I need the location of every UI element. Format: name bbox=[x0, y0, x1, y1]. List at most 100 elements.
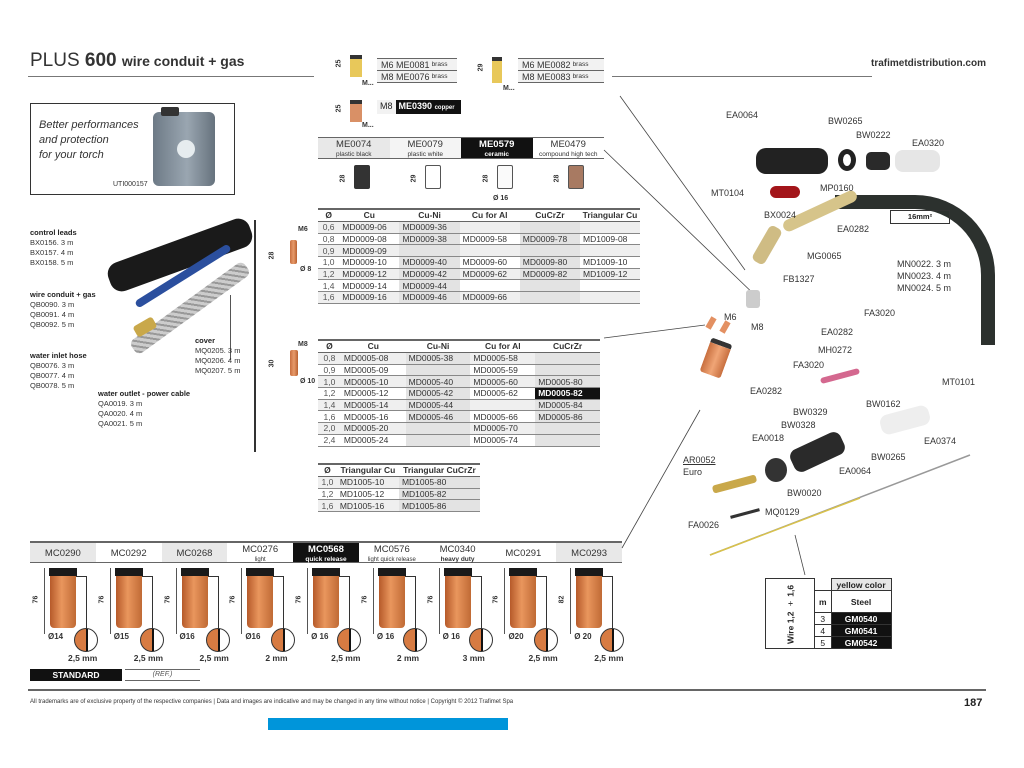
nozzle-tab[interactable]: MC0293 bbox=[556, 543, 623, 562]
horizontal-scrollbar[interactable] bbox=[268, 718, 508, 730]
promo-text: Better performances and protection for y… bbox=[39, 118, 139, 163]
part-label: EA0064 bbox=[726, 110, 759, 120]
part-code-cell: MD1005-10 bbox=[336, 476, 399, 489]
part-label: MN0022. 3 m bbox=[897, 259, 952, 269]
vertical-label: Wire 1,2 ÷ 1,6 bbox=[765, 578, 815, 649]
table-header-row: Ø Triangular Cu Triangular CuCrZr bbox=[318, 463, 480, 477]
part-label: BW0265 bbox=[828, 116, 863, 126]
nozzle-image bbox=[114, 568, 143, 628]
website-link[interactable]: trafimetdistribution.com bbox=[870, 58, 986, 69]
part-label: MP0160 bbox=[820, 183, 854, 193]
arrow-line bbox=[536, 576, 547, 577]
euro-nut-image bbox=[765, 458, 787, 482]
part-code-cell: MD0009-44 bbox=[399, 279, 460, 293]
part-code-cell: MD0009-06 bbox=[339, 221, 400, 234]
nozzle-tab[interactable]: MC0290 bbox=[30, 543, 96, 562]
group-title: cover bbox=[195, 336, 216, 345]
part-code-cell: MD0005-10 bbox=[340, 375, 406, 389]
part-code-cell: MD1009-12 bbox=[580, 268, 640, 281]
thread-label: M6 bbox=[298, 226, 308, 233]
diameter-cell: 0,9 bbox=[318, 244, 340, 258]
thread-label: M... bbox=[362, 80, 374, 87]
part-code-cell: MD0005-16 bbox=[340, 410, 406, 424]
arrow-line bbox=[404, 576, 415, 577]
part-label: BW0328 bbox=[781, 420, 816, 430]
part-code-cell: MD0005-14 bbox=[340, 399, 406, 412]
part-code: MQ0205. 3 m bbox=[195, 346, 241, 355]
column-header: Triangular Cu bbox=[336, 463, 399, 477]
part-code-cell: MD0009-58 bbox=[459, 233, 520, 246]
part-code: QB0090. 3 m bbox=[30, 300, 75, 309]
length-cell: 5 bbox=[814, 636, 832, 649]
part-code-cell bbox=[580, 221, 640, 234]
nozzle-image bbox=[246, 568, 275, 628]
handle-image bbox=[756, 148, 828, 174]
part-code-cell: MD0005-46 bbox=[405, 410, 471, 424]
arrow-line bbox=[480, 576, 482, 630]
length-cell: 4 bbox=[814, 624, 832, 637]
contact-tip-m6-image bbox=[290, 240, 297, 264]
part-code-cell: MD0005-09 bbox=[340, 364, 406, 377]
part-code-cell: MD0005-62 bbox=[470, 387, 536, 400]
part-code: QA0020. 4 m bbox=[98, 409, 143, 418]
dimension-line bbox=[438, 568, 440, 634]
insulator-compound-image bbox=[568, 165, 584, 189]
part-code-cell: MD0005-70 bbox=[470, 422, 536, 435]
arrow-line bbox=[414, 576, 416, 630]
column-header: Ø bbox=[318, 208, 340, 222]
nozzle-image bbox=[49, 568, 77, 628]
tip-holder-copper-image bbox=[350, 100, 362, 122]
diameter-label: Ø 16 bbox=[442, 632, 460, 641]
part-code-cell: MD0009-08 bbox=[339, 233, 400, 246]
part-code-cell: MD0005-84 bbox=[535, 399, 600, 412]
arrow-line bbox=[612, 576, 614, 630]
column-header: Triangular CuCrZr bbox=[398, 463, 480, 477]
part-label: MN0023. 4 m bbox=[897, 271, 952, 281]
diameter-cell: 2,0 bbox=[318, 422, 341, 435]
recess-detail-icon bbox=[271, 628, 296, 652]
thread-label: M... bbox=[362, 122, 374, 129]
water-outlet-label: water outlet - power cable QA0019. 3 m Q… bbox=[98, 389, 190, 429]
nozzle-tab[interactable]: MC0292 bbox=[110, 548, 147, 559]
part-code-cell: MD0005-86 bbox=[535, 410, 600, 424]
part-code-cell bbox=[459, 279, 520, 293]
part-label: BW0162 bbox=[866, 399, 901, 409]
diameter-cell: 0,9 bbox=[318, 364, 341, 377]
column-header: Cu-Ni bbox=[399, 208, 460, 222]
part-label: EA0064 bbox=[839, 466, 872, 476]
part-code: BX0157. 4 m bbox=[30, 248, 74, 257]
part-label: M6 bbox=[724, 312, 737, 322]
part-code-cell: MD1005-80 bbox=[398, 476, 480, 489]
part-code-cell bbox=[405, 422, 471, 435]
part-code-cell: MD0009-80 bbox=[519, 256, 580, 269]
part-label: EA0282 bbox=[821, 327, 854, 337]
dimension-line bbox=[307, 568, 309, 634]
nozzle-tab[interactable]: MC0291 bbox=[505, 548, 542, 559]
dimension-label: Ø 8 bbox=[300, 266, 312, 273]
nozzle-image bbox=[443, 568, 472, 628]
part-code-cell: MD1009-08 bbox=[580, 233, 640, 246]
title-divider bbox=[28, 76, 314, 77]
dimension-line bbox=[175, 568, 177, 634]
recess-detail-icon bbox=[468, 628, 493, 652]
nozzle-tab[interactable]: MC0268 bbox=[161, 543, 228, 562]
leader-line bbox=[619, 95, 746, 271]
nozzle-image bbox=[509, 568, 538, 628]
part-code-cell: MD0009-38 bbox=[399, 233, 460, 246]
